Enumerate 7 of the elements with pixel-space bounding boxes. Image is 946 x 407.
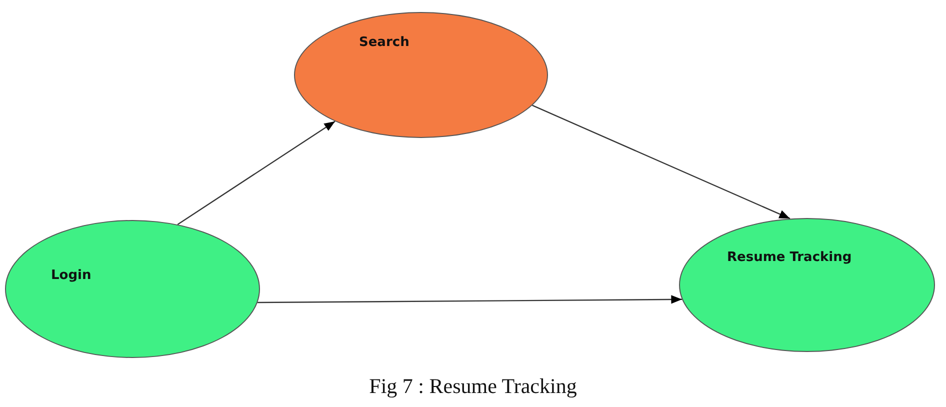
figure-caption: Fig 7 : Resume Tracking xyxy=(368,374,578,399)
node-label: Search xyxy=(359,35,410,50)
arrow xyxy=(177,120,336,225)
node-label: Login xyxy=(51,268,92,283)
arrow xyxy=(258,295,682,304)
arrow xyxy=(532,104,790,220)
node-label: Resume Tracking xyxy=(727,250,852,265)
